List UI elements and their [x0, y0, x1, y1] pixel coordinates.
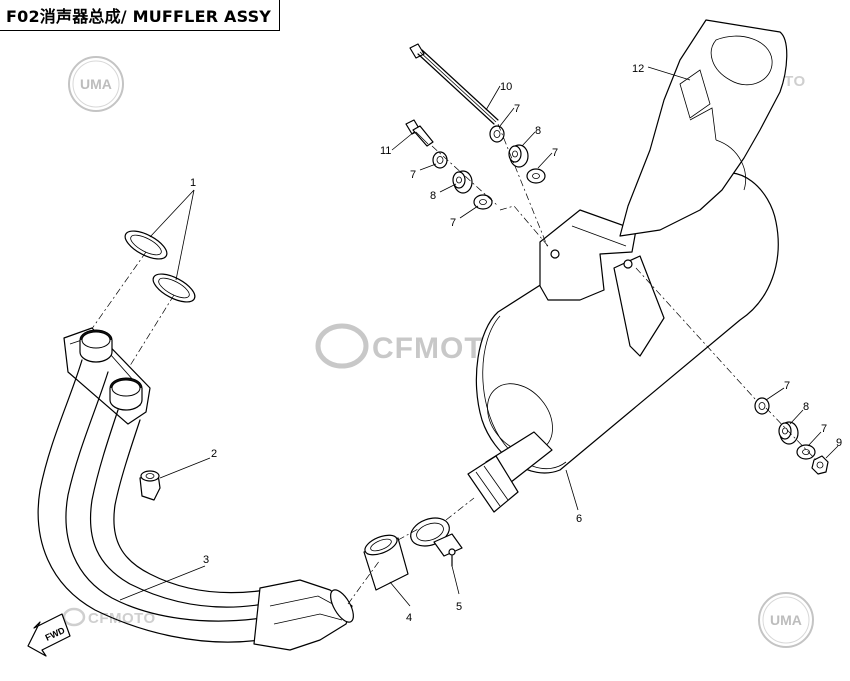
- callout-11: 11: [380, 145, 391, 157]
- callout-8: 8: [430, 190, 436, 202]
- grommet-b: [452, 170, 473, 194]
- grommet-c: [778, 421, 799, 445]
- long-bolt: [409, 43, 499, 125]
- callout-7: 7: [410, 169, 416, 181]
- washer-b: [526, 168, 546, 184]
- callout-12: 12: [632, 63, 644, 75]
- uma-logo-text: UMA: [770, 612, 802, 628]
- fwd-arrow: FWD: [27, 613, 71, 657]
- uma-logo-bottom-right: UMA: [758, 592, 814, 648]
- page-title: F02消声器总成/ MUFFLER ASSY: [6, 7, 272, 26]
- flange-nut: [139, 470, 161, 501]
- callout-8: 8: [535, 125, 541, 137]
- leader-lines: [119, 66, 839, 607]
- callout-7: 7: [784, 380, 790, 392]
- callout-7: 7: [552, 147, 558, 159]
- muffler-sleeve: [363, 534, 409, 591]
- hex-nut: [811, 455, 829, 475]
- cfmoto-watermark-text: CFMOTO: [88, 610, 156, 627]
- flange-stud-upper: [79, 329, 113, 363]
- callout-2: 2: [211, 448, 217, 460]
- cfmoto-watermark-bottom-left: CFMOTO: [62, 607, 156, 627]
- callout-7: 7: [450, 217, 456, 229]
- washer-d: [473, 194, 493, 210]
- uma-logo-text: UMA: [80, 76, 112, 92]
- muffler-body: [467, 172, 779, 513]
- callout-6: 6: [576, 513, 582, 525]
- callout-3: 3: [203, 554, 209, 566]
- heat-shield: [619, 19, 788, 237]
- short-bolt: [405, 119, 434, 147]
- title-box: F02消声器总成/ MUFFLER ASSY: [0, 0, 281, 31]
- callout-7: 7: [514, 103, 520, 115]
- callout-5: 5: [456, 601, 462, 613]
- grommet-a: [508, 144, 529, 168]
- callout-1: 1: [190, 177, 196, 189]
- washer-e: [754, 397, 770, 415]
- washer-c: [432, 151, 448, 169]
- gasket-upper: [124, 230, 168, 260]
- callout-8: 8: [803, 401, 809, 413]
- pipe-clamp: [410, 517, 463, 567]
- callout-4: 4: [406, 612, 412, 624]
- flange-stud-lower: [109, 377, 143, 411]
- header-pipe: [37, 327, 354, 651]
- callout-10: 10: [500, 81, 512, 93]
- callout-7: 7: [821, 423, 827, 435]
- washer-f: [796, 444, 816, 460]
- callout-9: 9: [836, 437, 842, 449]
- gasket-lower: [152, 273, 196, 303]
- uma-logo-top-left: UMA: [68, 56, 124, 112]
- callout-numbers: 1 2 3 4 5 6 10 7 8 7 11 7 8 7 12 7 8 7 9: [190, 63, 842, 624]
